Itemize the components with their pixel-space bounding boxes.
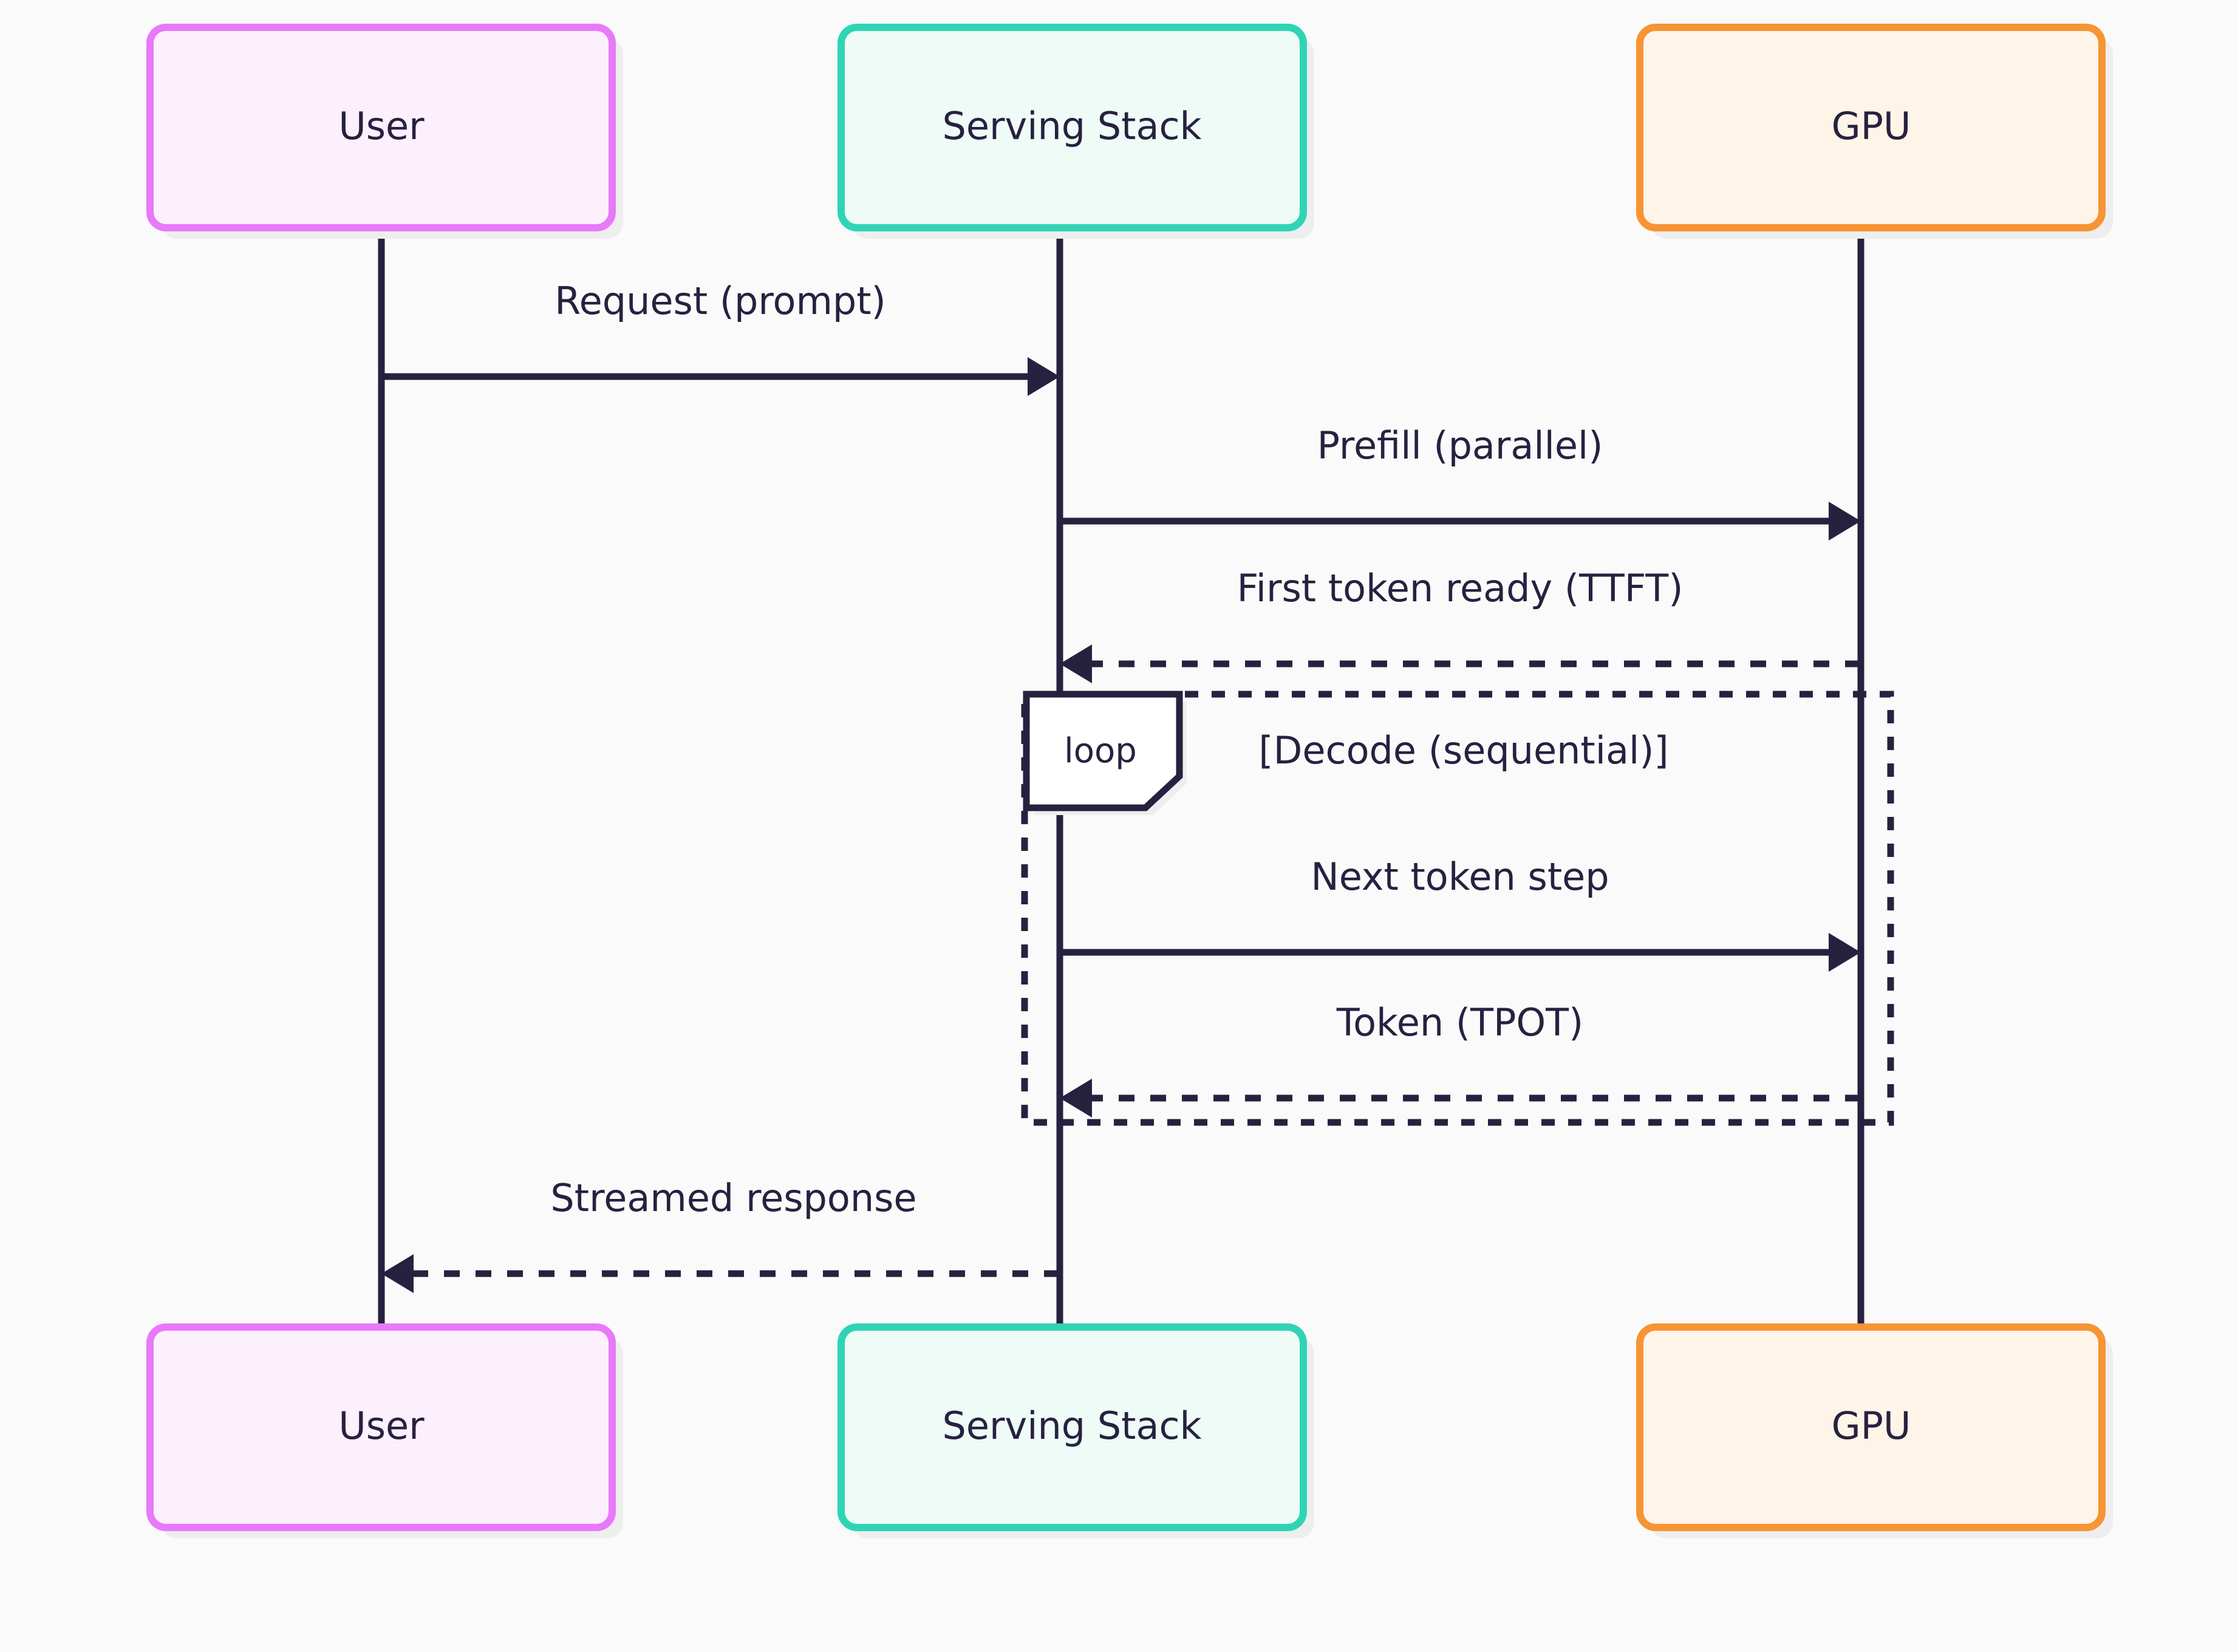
loop-tag-box xyxy=(1023,691,1183,811)
participant-box-user-top-rect[interactable] xyxy=(146,24,616,231)
participant-label-user-bottom: User xyxy=(338,1404,425,1448)
message-streamed-response-arrowhead xyxy=(381,1254,414,1293)
message-token-tpot-label: Token (TPOT) xyxy=(1336,1000,1583,1045)
participant-label-gpu-top: GPU xyxy=(1832,104,1911,148)
message-request: Request (prompt) xyxy=(381,279,1060,396)
message-ttft-label: First token ready (TTFT) xyxy=(1237,566,1684,610)
message-prefill-arrowhead xyxy=(1829,502,1861,541)
message-token-tpot: Token (TPOT) xyxy=(1060,1000,1861,1118)
participant-box-user-top[interactable]: User xyxy=(146,24,623,239)
participant-label-user-top: User xyxy=(338,104,425,148)
participant-box-gpu-top-rect[interactable] xyxy=(1636,24,2106,231)
participant-box-serving-stack-bottom[interactable]: Serving Stack xyxy=(838,1323,1314,1538)
message-token-tpot-arrowhead xyxy=(1060,1079,1092,1118)
message-request-label: Request (prompt) xyxy=(554,279,885,323)
participant-label-serving-stack-top: Serving Stack xyxy=(943,104,1202,148)
message-ttft-arrowhead xyxy=(1060,644,1092,683)
message-next-token-step: Next token step xyxy=(1060,855,1861,972)
message-next-token-step-label: Next token step xyxy=(1311,855,1609,899)
loop-fragment-title: [Decode (sequential)] xyxy=(1258,728,1668,773)
participant-box-serving-stack-bottom-rect[interactable] xyxy=(838,1323,1307,1531)
message-streamed-response-label: Streamed response xyxy=(550,1176,916,1220)
loop-fragment-border xyxy=(1021,691,1894,1126)
participant-label-serving-stack-bottom: Serving Stack xyxy=(943,1404,1202,1448)
participant-box-gpu-bottom-rect[interactable] xyxy=(1636,1323,2106,1531)
participant-box-gpu-bottom[interactable]: GPU xyxy=(1636,1323,2113,1538)
participant-box-user-bottom[interactable]: User xyxy=(146,1323,623,1538)
participant-box-gpu-top[interactable]: GPU xyxy=(1636,24,2113,239)
loop-tag-label: loop xyxy=(1064,731,1137,771)
message-streamed-response: Streamed response xyxy=(381,1176,1060,1293)
message-ttft: First token ready (TTFT) xyxy=(1060,566,1861,683)
message-prefill-label: Prefill (parallel) xyxy=(1317,423,1603,468)
participant-box-serving-stack-top-rect[interactable] xyxy=(838,24,1307,231)
participant-box-user-bottom-rect[interactable] xyxy=(146,1323,616,1531)
participant-box-serving-stack-top[interactable]: Serving Stack xyxy=(838,24,1314,239)
message-next-token-step-arrowhead xyxy=(1829,933,1861,972)
message-request-arrowhead xyxy=(1028,357,1060,396)
participant-label-gpu-bottom: GPU xyxy=(1832,1404,1911,1448)
loop-fragment-decode: loop [Decode (sequential)] xyxy=(1021,691,1894,1126)
message-prefill: Prefill (parallel) xyxy=(1060,423,1861,541)
